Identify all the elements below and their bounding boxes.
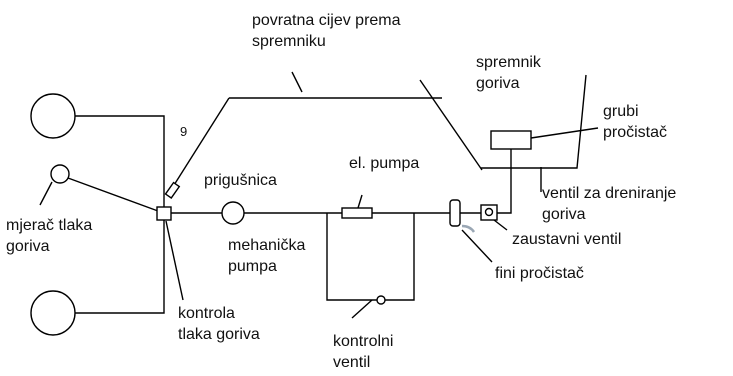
pressure-gauge-circle xyxy=(50,164,70,184)
return-pipe-label-line xyxy=(291,71,303,93)
junction-box xyxy=(156,206,172,221)
top-gauge-line xyxy=(75,115,165,207)
return-pipe-rise xyxy=(168,97,230,194)
check-valve-circle xyxy=(376,295,386,305)
check-valve-label-line xyxy=(351,299,373,319)
pressure-control-label-line xyxy=(165,220,184,301)
bypass-loop xyxy=(326,213,415,301)
fine-filter-accent xyxy=(461,224,476,233)
check-valve-label: kontrolni ventil xyxy=(333,333,394,371)
throttle-symbol xyxy=(164,181,181,200)
mechanical-pump-circle xyxy=(221,201,245,225)
number-9-label: 9 xyxy=(180,124,188,139)
throttle-label: prigušnica xyxy=(204,172,277,189)
pressure-control-label: kontrola tlaka goriva xyxy=(178,305,260,343)
electric-pump-label: el. pumpa xyxy=(349,155,420,172)
shutoff-valve-dot xyxy=(484,207,494,217)
pressure-gauge-label: mjerač tlaka goriva xyxy=(6,217,93,255)
pressure-gauge-line xyxy=(67,177,159,212)
shutoff-valve-label: zaustavni ventil xyxy=(512,231,622,248)
shutoff-to-coarse-filter xyxy=(497,149,512,214)
electric-pump-label-line xyxy=(357,194,363,209)
bottom-left-gauge-circle xyxy=(30,290,76,336)
shutoff-valve-label-line xyxy=(493,219,508,231)
fine-filter-label-line xyxy=(461,229,493,263)
top-left-gauge-circle xyxy=(30,93,76,139)
mechanical-pump-label: mehanička pumpa xyxy=(228,237,306,275)
fine-filter-label: fini pročistač xyxy=(495,265,584,282)
bottom-gauge-line xyxy=(75,219,165,314)
fine-filter-body xyxy=(449,199,461,227)
drain-valve-label: ventil za dreniranje goriva xyxy=(542,185,677,223)
return-pipe-descend xyxy=(419,79,483,171)
electric-pump-box xyxy=(341,207,373,219)
coarse-filter-box xyxy=(490,130,532,150)
coarse-filter-label: grubi pročistač xyxy=(603,103,668,141)
fuel-tank-outline xyxy=(481,74,587,169)
pressure-gauge-label-line xyxy=(39,181,53,206)
fuel-tank-label: spremnik goriva xyxy=(476,54,541,92)
coarse-filter-label-line xyxy=(530,127,599,139)
return-pipe-label: povratna cijev prema spremniku xyxy=(252,12,401,50)
